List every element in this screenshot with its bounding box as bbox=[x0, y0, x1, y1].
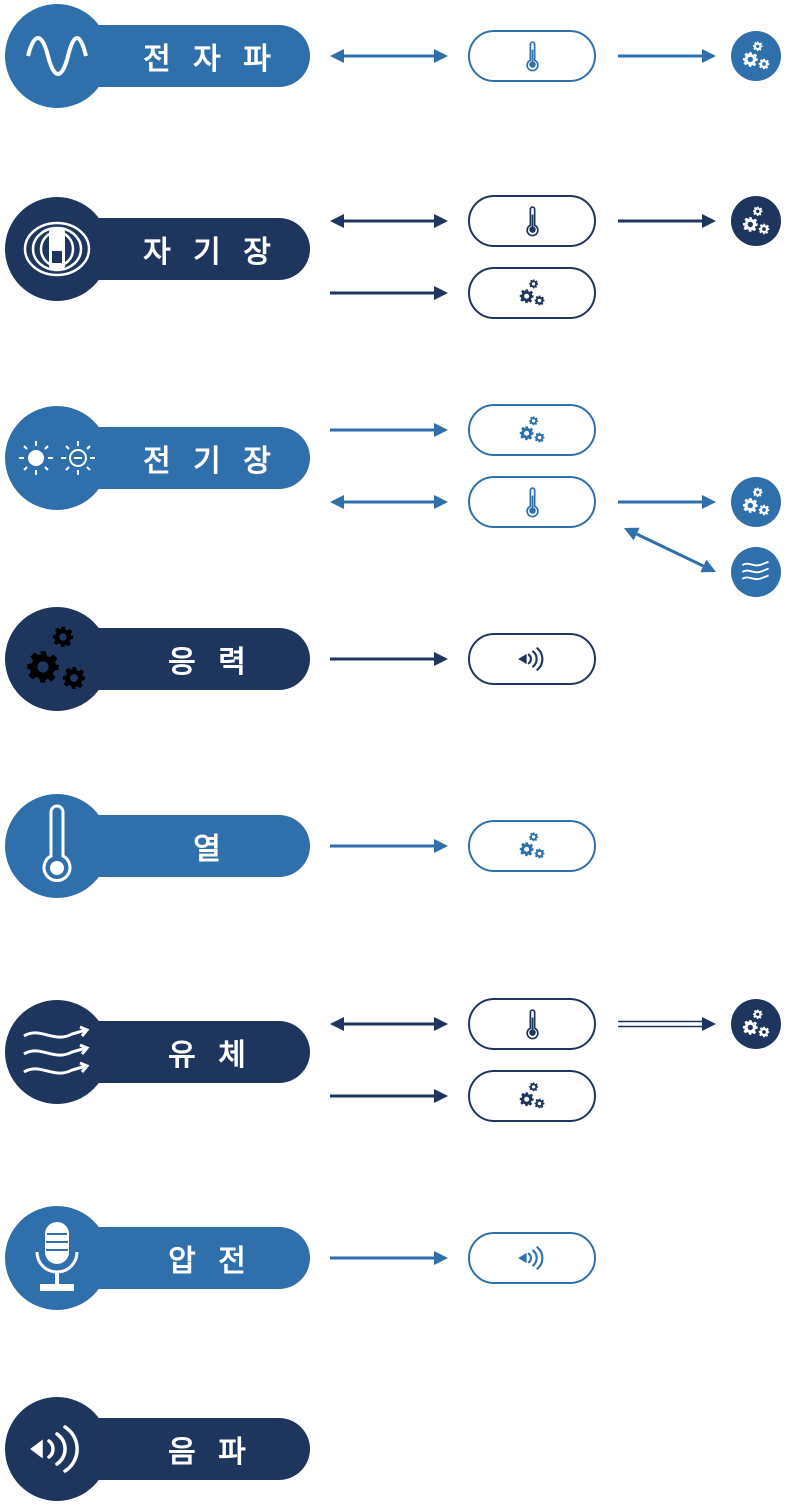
target-pill bbox=[468, 1232, 596, 1284]
source-label: 음 파 bbox=[168, 1435, 252, 1470]
target-pill bbox=[468, 267, 596, 319]
sound-icon bbox=[517, 1243, 547, 1273]
link-arrow bbox=[330, 652, 448, 666]
link-arrow bbox=[330, 839, 448, 853]
target-pill bbox=[468, 998, 596, 1050]
source-label: 유 체 bbox=[168, 1038, 252, 1073]
target-pill bbox=[468, 476, 596, 528]
link-arrow bbox=[330, 49, 448, 63]
source-magnetic-field: 자 기 장 bbox=[0, 193, 310, 305]
target-dot bbox=[731, 196, 781, 246]
gears-icon bbox=[740, 1008, 772, 1040]
sound-icon bbox=[5, 1397, 109, 1501]
gears-icon bbox=[517, 278, 547, 308]
sound-icon bbox=[517, 644, 547, 674]
link-arrow bbox=[330, 423, 448, 437]
source-electric-field: 전 기 장 bbox=[0, 402, 310, 514]
microphone-icon bbox=[5, 1206, 109, 1310]
link-arrow bbox=[624, 527, 716, 573]
thermometer-icon bbox=[5, 794, 109, 898]
source-fluid: 유 체 bbox=[0, 996, 310, 1108]
target-pill bbox=[468, 195, 596, 247]
source-piezoelectric: 압 전 bbox=[0, 1202, 310, 1314]
link-arrow bbox=[330, 1089, 448, 1103]
thermometer-icon bbox=[525, 41, 540, 72]
link-arrow bbox=[330, 1017, 448, 1031]
thermometer-icon bbox=[525, 1009, 540, 1040]
magnet-field-icon bbox=[5, 197, 109, 301]
source-heat: 열 bbox=[0, 790, 310, 902]
target-dot bbox=[731, 31, 781, 81]
link-arrow bbox=[330, 286, 448, 300]
source-electromagnetic-wave: 전 자 파 bbox=[0, 0, 310, 112]
link-arrow bbox=[618, 495, 716, 509]
gears-icon bbox=[517, 831, 547, 861]
target-dot bbox=[731, 547, 781, 597]
source-label: 전 자 파 bbox=[143, 42, 277, 77]
fluid-icon bbox=[740, 556, 772, 588]
source-sound-wave: 음 파 bbox=[0, 1393, 310, 1505]
target-dot bbox=[731, 477, 781, 527]
gears-icon bbox=[740, 486, 772, 518]
link-arrow bbox=[330, 495, 448, 509]
gears-icon bbox=[517, 1081, 547, 1111]
target-pill bbox=[468, 30, 596, 82]
link-arrow bbox=[618, 214, 716, 228]
target-pill bbox=[468, 820, 596, 872]
source-label: 전 기 장 bbox=[143, 444, 277, 479]
source-label: 자 기 장 bbox=[143, 235, 277, 270]
target-pill bbox=[468, 404, 596, 456]
gears-icon bbox=[740, 205, 772, 237]
electric-charge-icon bbox=[5, 406, 109, 510]
gears-icon bbox=[517, 415, 547, 445]
link-arrow bbox=[618, 49, 716, 63]
source-label: 압 전 bbox=[168, 1244, 252, 1279]
wave-icon bbox=[5, 4, 109, 108]
thermometer-icon bbox=[525, 206, 540, 237]
fluid-icon bbox=[5, 1000, 109, 1104]
link-arrow bbox=[330, 214, 448, 228]
source-label: 열 bbox=[193, 832, 227, 867]
link-arrow bbox=[618, 1017, 716, 1031]
gears-icon bbox=[740, 40, 772, 72]
target-pill bbox=[468, 1070, 596, 1122]
thermometer-icon bbox=[525, 487, 540, 518]
source-label: 응 력 bbox=[168, 645, 252, 680]
link-arrow bbox=[330, 1251, 448, 1265]
source-stress: 응 력 bbox=[0, 603, 310, 715]
target-pill bbox=[468, 633, 596, 685]
target-dot bbox=[731, 999, 781, 1049]
